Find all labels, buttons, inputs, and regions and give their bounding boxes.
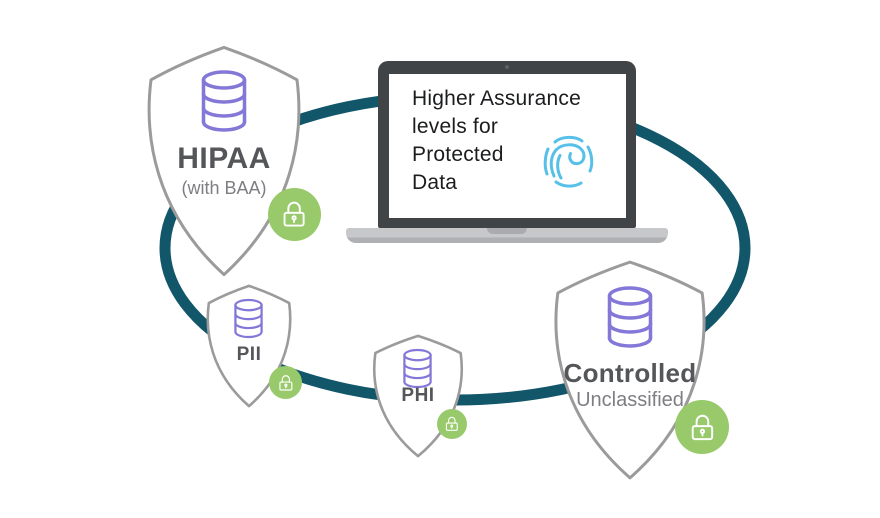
lock-icon xyxy=(446,417,458,432)
lock-badge xyxy=(269,366,302,399)
lock-icon xyxy=(284,202,305,227)
lock-badge xyxy=(675,400,729,454)
database-icon xyxy=(607,286,653,348)
webcam-icon xyxy=(505,65,509,69)
lock-badge xyxy=(437,409,467,439)
laptop-base-notch xyxy=(487,228,527,234)
shield-label: PII xyxy=(236,344,262,365)
database-icon xyxy=(234,298,263,339)
shield-label: PHI xyxy=(401,385,435,406)
shield-label: HIPAA xyxy=(177,142,271,175)
shield-phi: PHI xyxy=(366,333,470,459)
screen-message-line: Protected xyxy=(412,143,504,166)
laptop-base xyxy=(346,228,668,243)
shield-icon xyxy=(135,42,313,280)
screen-message-line: Data xyxy=(412,171,458,194)
shield-label: Controlled xyxy=(563,358,697,388)
laptop-screen-frame: Higher Assurance levels for Protected Da… xyxy=(378,61,636,228)
database-icon xyxy=(403,348,432,389)
shield-pii: PII xyxy=(200,283,302,409)
database-icon xyxy=(201,70,247,132)
shield-sublabel: (with BAA) xyxy=(181,178,267,198)
lock-icon xyxy=(278,374,293,391)
lock-icon xyxy=(691,414,713,440)
shield-controlled-unclassified: Controlled Unclassified xyxy=(542,257,729,483)
screen-message: Higher Assurance levels for Protected Da… xyxy=(412,85,602,197)
screen-message-line: Higher Assurance xyxy=(412,87,581,110)
shield-sublabel: Unclassified xyxy=(576,389,684,411)
laptop-screen: Higher Assurance levels for Protected Da… xyxy=(389,74,626,218)
lock-badge xyxy=(268,188,321,241)
screen-message-line: levels for xyxy=(412,115,499,138)
fingerprint-icon xyxy=(543,135,594,188)
shield-icon xyxy=(542,257,718,483)
shield-hipaa: HIPAA (with BAA) xyxy=(135,42,321,280)
